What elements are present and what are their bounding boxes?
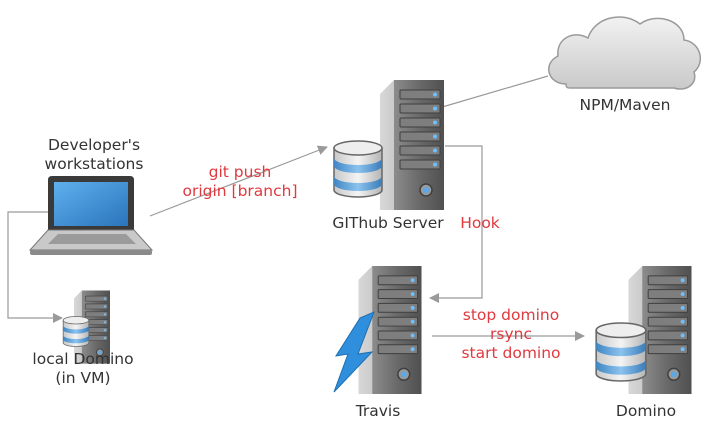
deploy-edge-label: stop domino rsync start domino [448, 306, 574, 363]
push-edge-label: git push origin [branch] [168, 163, 312, 201]
travis-label: Travis [355, 402, 401, 420]
local-vm-arrow [7, 211, 63, 323]
developer-label: Developer's workstations [34, 136, 154, 174]
hook-arrow [429, 145, 483, 303]
github-server-icon [380, 80, 444, 210]
cloud-icon [548, 16, 702, 90]
travis-server-icon [357, 266, 423, 394]
laptop-icon [28, 176, 154, 255]
domino-label: Domino [615, 402, 677, 420]
developer-label-line2: workstations [44, 155, 144, 173]
local-domino-label-line1: local Domino [32, 350, 134, 368]
push-arrow [149, 145, 328, 217]
npm-arrow [431, 75, 549, 113]
npm-label: NPM/Maven [579, 96, 671, 114]
developer-label-line1: Developer's [47, 136, 141, 154]
local-domino-database-icon [62, 316, 90, 347]
hook-edge-label: Hook [460, 214, 500, 232]
push-edge-line2: origin [branch] [182, 182, 298, 200]
github-label: GIThub Server [332, 214, 444, 232]
lightning-icon [333, 311, 375, 393]
push-edge-line1: git push [208, 163, 272, 181]
github-database-icon [333, 140, 383, 198]
local-domino-label: local Domino (in VM) [18, 350, 148, 388]
deploy-edge-line1: stop domino [462, 306, 560, 324]
deploy-edge-line3: start domino [461, 344, 561, 362]
local-domino-label-line2: (in VM) [55, 369, 111, 387]
domino-database-icon [595, 322, 647, 382]
deploy-edge-line2: rsync [490, 325, 532, 343]
